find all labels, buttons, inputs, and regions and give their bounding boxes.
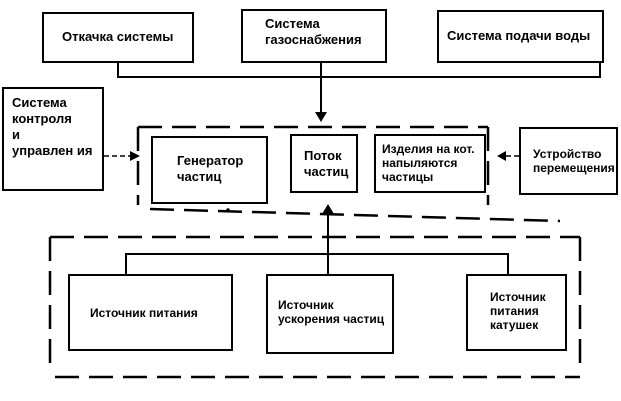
transport-link-arrowhead [497,151,506,161]
control-system-box: Система контроля и управлен ия [2,87,104,191]
pumping-box: Откачка системы [42,12,194,63]
chamber-dot [226,208,230,212]
water-supply-box: Система подачи воды [437,10,604,63]
pumping-label: Откачка системы [62,29,174,44]
coated-products-box: Изделия на кот. напыляются частицы [374,134,486,193]
control-link-arrowhead [130,151,140,161]
gas-supply-box: Система газоснабжения [241,9,387,63]
top-manifold-line [117,63,601,78]
power-source-label: Источник питания [90,306,198,320]
coil-power-source-box: Источник питания катушек [466,274,567,351]
water-supply-label: Система подачи воды [447,28,591,43]
particle-generator-label: Генератор частиц [177,153,244,184]
coil-power-source-label: Источник питания катушек [490,290,546,332]
particle-flow-label: Поток частиц [304,148,349,179]
bottom-manifold-line [125,253,509,274]
process-chamber-border [136,125,561,223]
particle-accel-source-box: Источник ускорения частиц [266,274,394,354]
arrow-into-particle-flow [315,112,327,122]
arrow-up-into-chamber [322,204,334,214]
transport-device-label: Устройство перемещения [533,147,615,175]
power-group-border [48,235,582,379]
power-source-box: Источник питания [68,274,233,351]
control-system-label: Система контроля и управлен ия [12,95,93,158]
transport-device-box: Устройство перемещения [519,127,618,195]
particle-accel-source-label: Источник ускорения частиц [278,298,385,326]
particle-flow-box: Поток частиц [290,134,358,193]
gas-supply-label: Система газоснабжения [265,16,362,47]
coated-products-label: Изделия на кот. напыляются частицы [382,142,475,184]
particle-generator-box: Генератор частиц [151,136,268,204]
